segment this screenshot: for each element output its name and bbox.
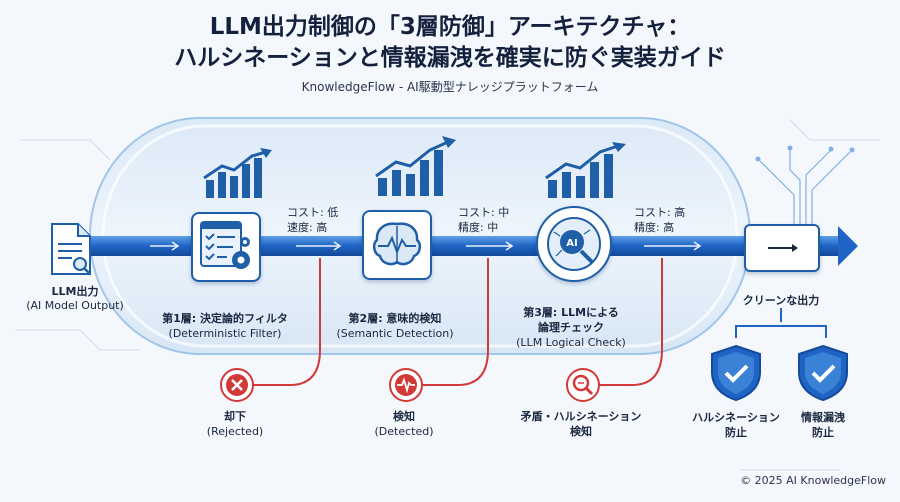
growth-chart-icon (203, 148, 272, 198)
clean-output-box (744, 224, 820, 272)
arrow-right-icon (768, 244, 798, 252)
layer-3-name-line-2: 論理チェック (538, 321, 604, 334)
layer-3-result-line-1: 矛盾・ハルシネーション (520, 410, 642, 423)
layer-2-name: 第2層: 意味的検知 (348, 312, 442, 325)
layer-3-result-line-2: 検知 (570, 425, 592, 438)
input-sublabel: (AI Model Output) (26, 299, 124, 312)
shield-check-icon (798, 344, 848, 402)
brain-icon (372, 222, 422, 266)
input-label: LLM出力 (51, 285, 99, 298)
copyright: © 2025 AI KnowledgeFlow (740, 474, 886, 487)
shield-2-label-line-1: 情報漏洩 (801, 411, 845, 424)
layer-3-english: (LLM Logical Check) (516, 336, 626, 349)
layer-3-name-line-1: 第3層: LLMによる (523, 306, 619, 319)
layer-2-cost: コスト: 中 (458, 206, 510, 219)
layer-2-accuracy: 精度: 中 (458, 221, 499, 234)
ai-magnifier-icon: AI (547, 217, 601, 271)
search-alert-icon (566, 368, 600, 402)
svg-text:AI: AI (566, 238, 577, 249)
shield-1-label-line-1: ハルシネーション (692, 411, 780, 424)
reject-icon (220, 368, 254, 402)
title-line-2: ハルシネーションと情報漏洩を確実に防ぐ実装ガイド (174, 45, 726, 71)
checklist-gear-icon (200, 221, 250, 269)
layer-1-english: (Deterministic Filter) (168, 327, 282, 340)
layer-3-card: AI (536, 206, 612, 282)
output-label: クリーンな出力 (742, 294, 820, 307)
layer-2-result: 検知 (393, 410, 415, 423)
layer-1-cost: コスト: 低 (287, 206, 339, 219)
layer-1-result-english: (Rejected) (206, 425, 264, 438)
layer-1-name: 第1層: 決定論的フィルタ (162, 312, 288, 325)
layer-1-card (191, 212, 261, 282)
growth-chart-icon (375, 136, 456, 196)
layer-1-result: 却下 (224, 410, 246, 423)
layer-2-result-english: (Detected) (374, 425, 434, 438)
layer-2-english: (Semantic Detection) (336, 327, 454, 340)
shield-1-label-line-2: 防止 (725, 426, 747, 439)
layer-2-card (362, 210, 432, 280)
pulse-alert-icon (389, 368, 423, 402)
growth-chart-icon (545, 142, 626, 198)
layer-1-speed: 速度: 高 (287, 221, 328, 234)
title-line-1: LLM出力制御の「3層防御」アーキテクチャ： (209, 14, 691, 40)
shield-2-label-line-2: 防止 (812, 426, 834, 439)
shield-check-icon (711, 344, 761, 402)
subtitle: KnowledgeFlow - AI駆動型ナレッジプラットフォーム (301, 80, 599, 94)
document-icon (51, 223, 91, 275)
layer-3-cost: コスト: 高 (634, 206, 686, 219)
layer-3-accuracy: 精度: 高 (634, 221, 675, 234)
